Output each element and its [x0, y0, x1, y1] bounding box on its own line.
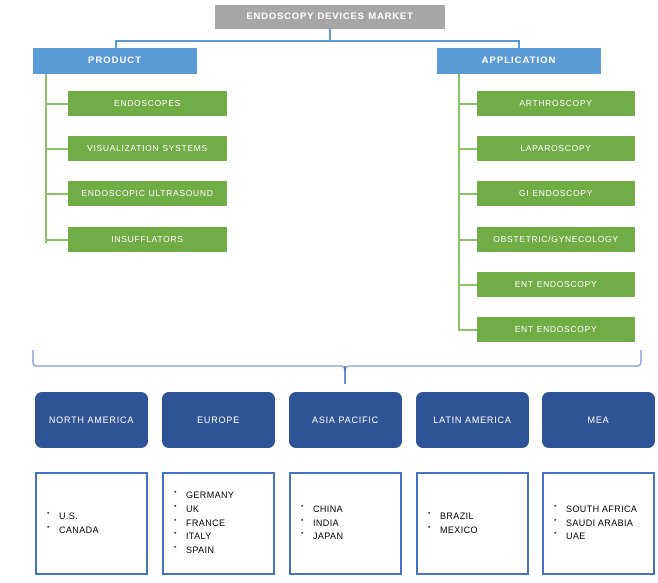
country-list-box-asia-pacific: CHINA INDIA JAPAN	[289, 472, 402, 575]
connector-elbow-application-2	[458, 148, 477, 150]
connector-root-stem	[329, 29, 331, 41]
country-list-item: UAE	[554, 529, 637, 544]
region-node-label: LATIN AMERICA	[433, 414, 512, 425]
leaf-node-label: VISUALIZATION SYSTEMS	[87, 142, 208, 153]
leaf-node-endoscopes: ENDOSCOPES	[68, 91, 227, 116]
country-list-item: SPAIN	[174, 543, 234, 558]
leaf-node-label: ENDOSCOPIC ULTRASOUND	[81, 187, 214, 198]
leaf-node-arthroscopy: ARTHROSCOPY	[477, 91, 635, 116]
region-node-label: NORTH AMERICA	[48, 414, 135, 425]
connector-spine-application	[458, 74, 460, 330]
region-node-label: EUROPE	[197, 414, 240, 425]
leaf-node-label: LAPAROSCOPY	[520, 142, 592, 153]
connector-elbow-product-4	[45, 239, 68, 241]
branch-node-product-label: PRODUCT	[88, 54, 142, 66]
branch-node-application-label: APPLICATION	[481, 54, 557, 66]
leaf-node-ent-endoscopy-1: ENT ENDOSCOPY	[477, 272, 635, 297]
connector-elbow-application-6	[458, 329, 477, 331]
country-list: SOUTH AFRICA SAUDI ARABIA UAE	[544, 502, 637, 545]
branch-node-application: APPLICATION	[437, 48, 601, 74]
connector-elbow-application-4	[458, 239, 477, 241]
leaf-node-laparoscopy: LAPAROSCOPY	[477, 136, 635, 161]
connector-elbow-product-1	[45, 103, 68, 105]
leaf-node-label: OBSTETRIC/GYNECOLOGY	[493, 233, 619, 244]
country-list-item: CHINA	[301, 502, 343, 517]
connector-spine-product	[45, 74, 47, 243]
leaf-node-insufflators: INSUFFLATORS	[68, 227, 227, 252]
country-list: GERMANY UK FRANCE ITALY SPAIN	[164, 488, 234, 559]
branch-node-product: PRODUCT	[33, 48, 197, 74]
region-node-label: MEA	[587, 414, 610, 425]
connector-drop-application	[518, 40, 520, 49]
country-list-item: UK	[174, 502, 234, 517]
leaf-node-label: ENDOSCOPES	[114, 97, 181, 108]
leaf-node-label: ARTHROSCOPY	[519, 97, 593, 108]
country-list: CHINA INDIA JAPAN	[291, 502, 343, 545]
leaf-node-obstetric-gynecology: OBSTETRIC/GYNECOLOGY	[477, 227, 635, 252]
country-list-item: ITALY	[174, 529, 234, 544]
connector-horizontal-bar	[115, 40, 519, 42]
connector-elbow-application-3	[458, 193, 477, 195]
region-node-europe: EUROPE	[162, 392, 275, 448]
country-list-item: GERMANY	[174, 488, 234, 503]
leaf-node-endoscopic-ultrasound: ENDOSCOPIC ULTRASOUND	[68, 181, 227, 206]
country-list-box-north-america: U.S. CANADA	[35, 472, 148, 575]
leaf-node-visualization-systems: VISUALIZATION SYSTEMS	[68, 136, 227, 161]
region-node-asia-pacific: ASIA PACIFIC	[289, 392, 402, 448]
country-list-item: JAPAN	[301, 529, 343, 544]
root-node-endoscopy-devices-market: ENDOSCOPY DEVICES MARKET	[215, 5, 445, 29]
country-list-box-mea: SOUTH AFRICA SAUDI ARABIA UAE	[542, 472, 655, 575]
country-list-item: MEXICO	[428, 523, 478, 538]
country-list-item: INDIA	[301, 516, 343, 531]
leaf-node-label: ENT ENDOSCOPY	[514, 278, 598, 289]
country-list-item: CANADA	[47, 523, 99, 538]
country-list-box-latin-america: BRAZIL MEXICO	[416, 472, 529, 575]
country-list-item: BRAZIL	[428, 509, 478, 524]
connector-drop-product	[115, 40, 117, 49]
region-node-label: ASIA PACIFIC	[312, 414, 379, 425]
region-node-latin-america: LATIN AMERICA	[416, 392, 529, 448]
country-list-box-europe: GERMANY UK FRANCE ITALY SPAIN	[162, 472, 275, 575]
leaf-node-label: ENT ENDOSCOPY	[514, 323, 598, 334]
country-list-item: SAUDI ARABIA	[554, 516, 637, 531]
region-node-north-america: NORTH AMERICA	[35, 392, 148, 448]
country-list: BRAZIL MEXICO	[418, 509, 478, 538]
country-list: U.S. CANADA	[37, 509, 99, 538]
leaf-node-ent-endoscopy-2: ENT ENDOSCOPY	[477, 317, 635, 342]
country-list-item: FRANCE	[174, 516, 234, 531]
country-list-item: U.S.	[47, 509, 99, 524]
leaf-node-gi-endoscopy: GI ENDOSCOPY	[477, 181, 635, 206]
leaf-node-label: GI ENDOSCOPY	[518, 187, 594, 198]
connector-elbow-application-1	[458, 103, 477, 105]
country-list-item: SOUTH AFRICA	[554, 502, 637, 517]
region-node-mea: MEA	[542, 392, 655, 448]
connector-elbow-application-5	[458, 284, 477, 286]
connector-elbow-product-2	[45, 148, 68, 150]
connector-elbow-product-3	[45, 193, 68, 195]
leaf-node-label: INSUFFLATORS	[111, 233, 184, 244]
root-node-label: ENDOSCOPY DEVICES MARKET	[246, 10, 414, 22]
